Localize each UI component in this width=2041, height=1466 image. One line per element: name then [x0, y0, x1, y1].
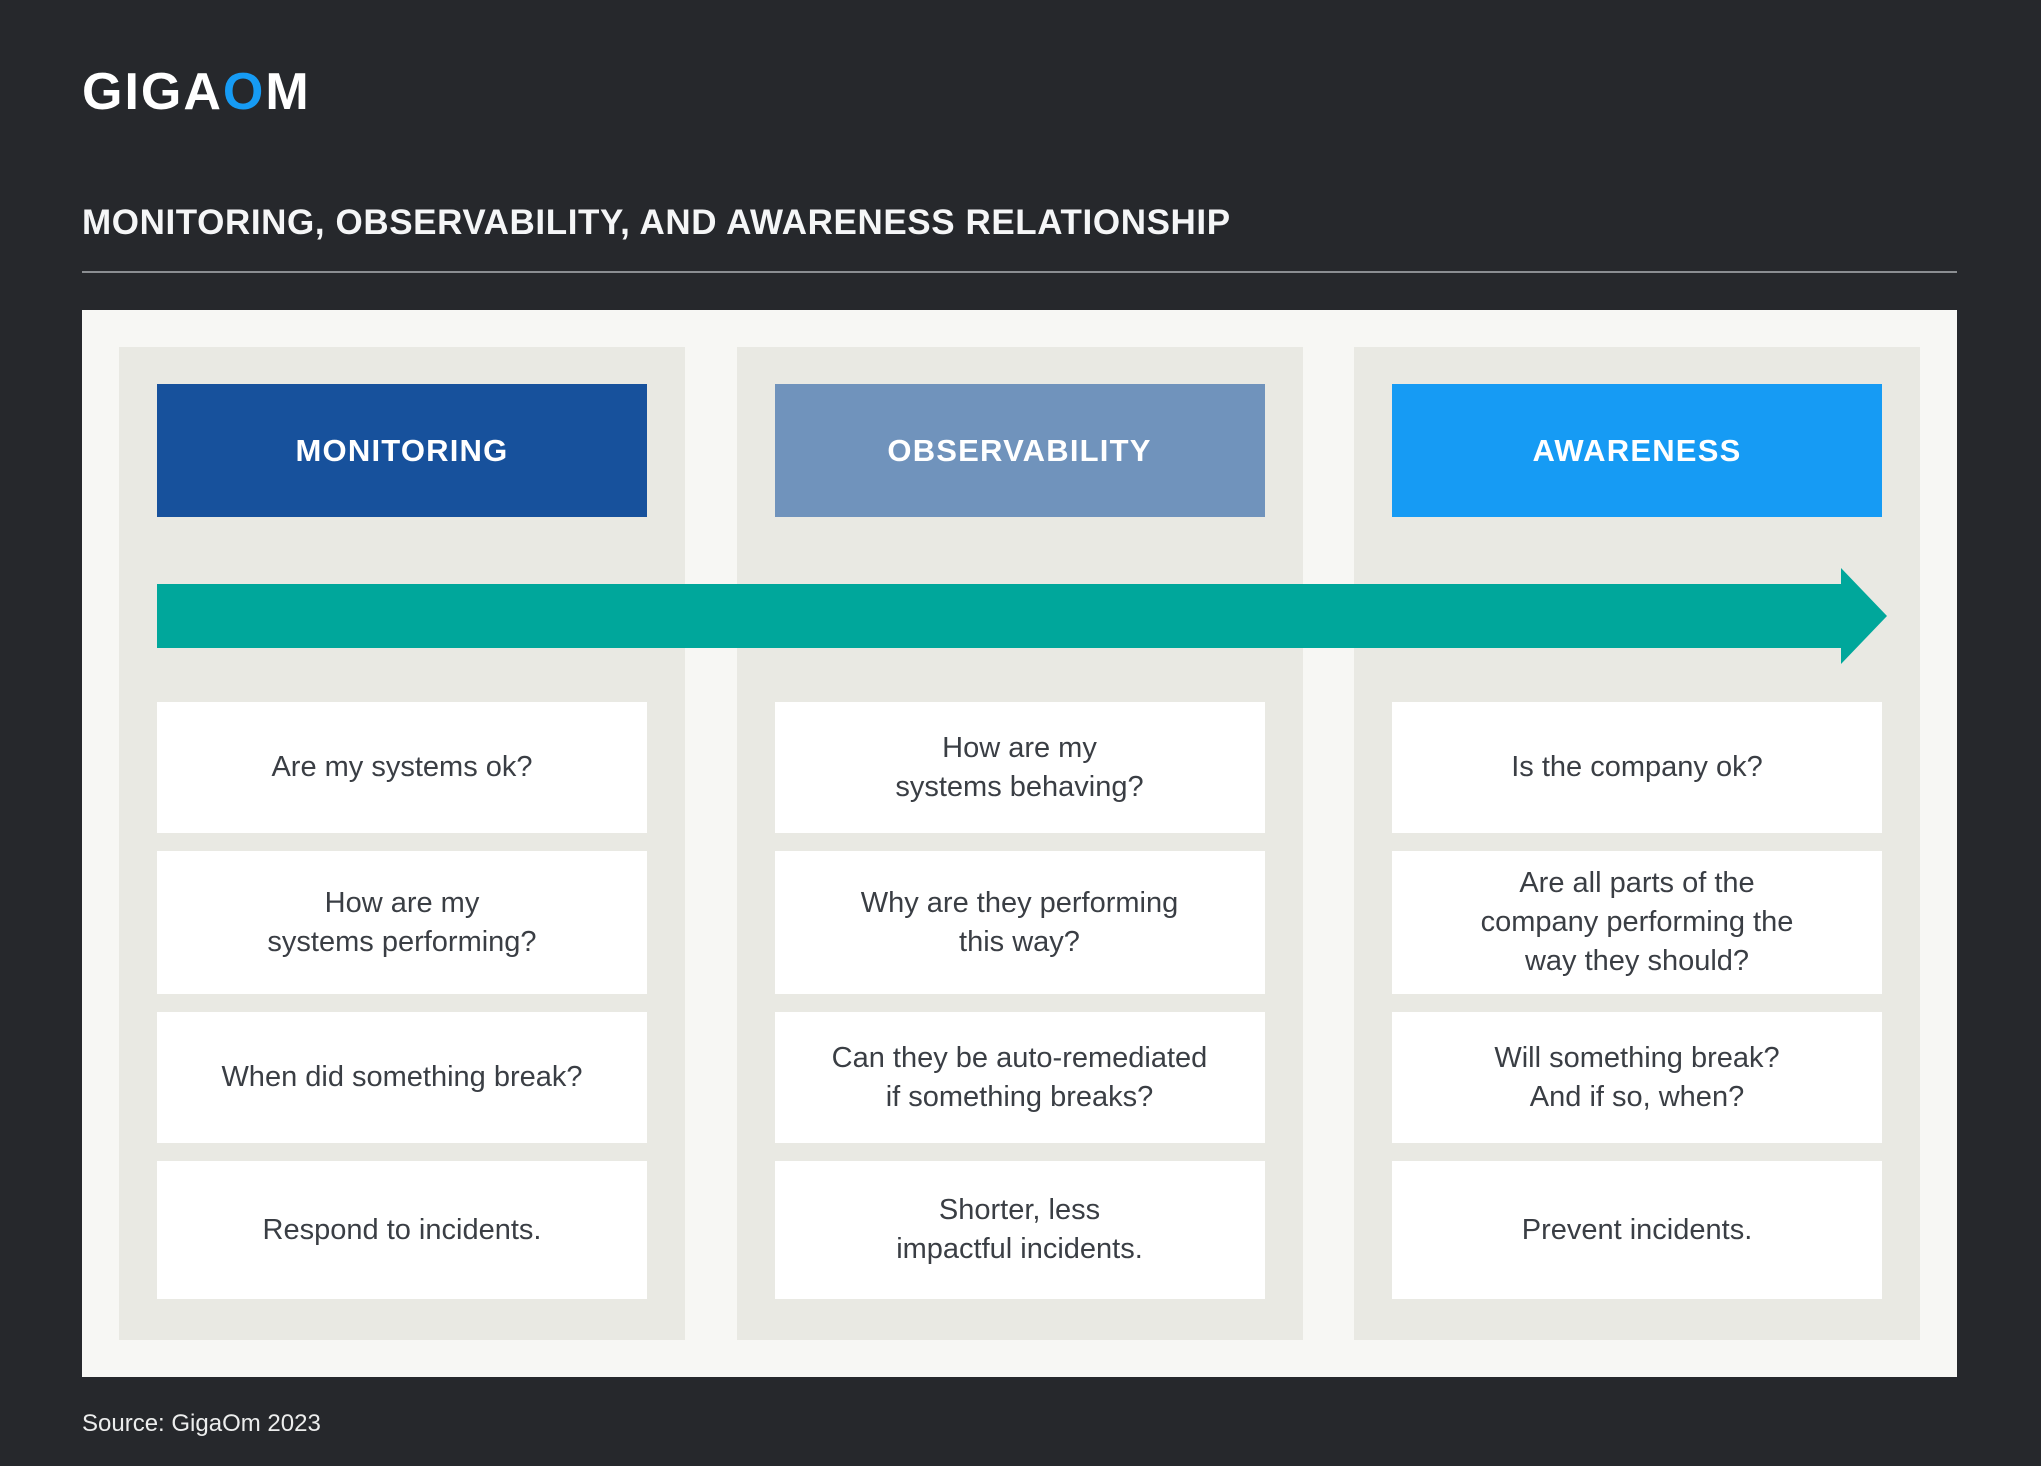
column-observability: OBSERVABILITY How are my systems behavin… [736, 347, 1303, 1340]
source-note: Source: GigaOm 2023 [82, 1410, 321, 1437]
gigaom-logo: GIGAOM [82, 64, 1957, 120]
logo-accent-letter: O [222, 63, 266, 121]
logo-text-suffix: M [265, 63, 311, 121]
monitoring-cards: Are my systems ok? How are my systems pe… [157, 702, 647, 1299]
card: How are my systems behaving? [774, 702, 1265, 833]
page-title: MONITORING, OBSERVABILITY, AND AWARENESS… [82, 203, 1231, 242]
columns-container: MONITORING Are my systems ok? How are my… [119, 347, 1920, 1340]
column-header-awareness: AWARENESS [1392, 384, 1882, 517]
card: Will something break? And if so, when? [1392, 1012, 1882, 1143]
column-header-observability: OBSERVABILITY [774, 384, 1265, 517]
column-header-monitoring: MONITORING [157, 384, 647, 517]
card: How are my systems performing? [157, 851, 647, 994]
logo-text-prefix: GIGA [82, 63, 223, 121]
card: Are my systems ok? [157, 702, 647, 833]
card: Respond to incidents. [157, 1161, 647, 1299]
title-divider [82, 271, 1957, 273]
card: When did something break? [157, 1012, 647, 1143]
card: Can they be auto-remediated if something… [774, 1012, 1265, 1143]
observability-cards: How are my systems behaving? Why are the… [774, 702, 1265, 1299]
diagram-panel: MONITORING Are my systems ok? How are my… [82, 310, 1957, 1377]
card: Why are they performing this way? [774, 851, 1265, 994]
progression-arrow [157, 568, 1887, 664]
card: Shorter, less impactful incidents. [774, 1161, 1265, 1299]
column-awareness: AWARENESS Is the company ok? Are all par… [1354, 347, 1920, 1340]
progression-arrow-head-icon [1841, 568, 1887, 664]
awareness-cards: Is the company ok? Are all parts of the … [1392, 702, 1882, 1299]
card: Are all parts of the company performing … [1392, 851, 1882, 994]
card: Is the company ok? [1392, 702, 1882, 833]
card: Prevent incidents. [1392, 1161, 1882, 1299]
progression-arrow-bar [157, 584, 1842, 648]
column-monitoring: MONITORING Are my systems ok? How are my… [119, 347, 685, 1340]
